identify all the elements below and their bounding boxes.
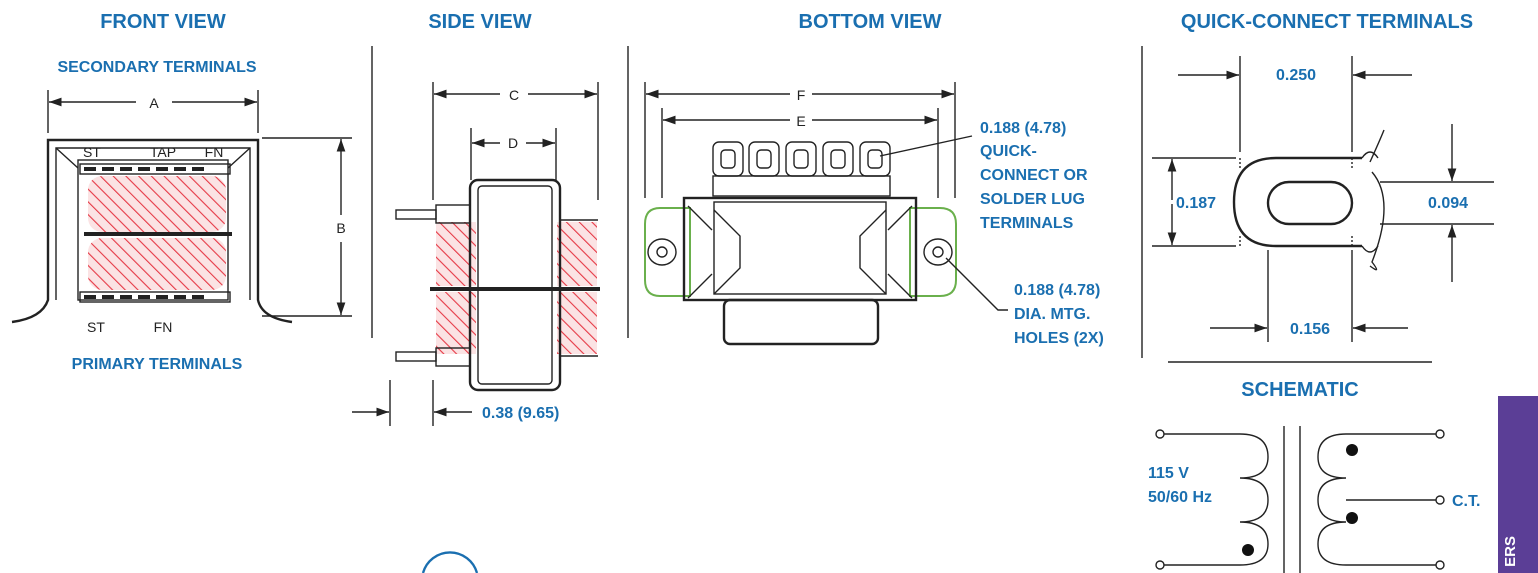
side-offset-dim: 0.38 (9.65) [482,405,559,422]
primary-terminals-label: PRIMARY TERMINALS [72,356,243,373]
bottom-view-heading: BOTTOM VIEW [799,11,942,33]
terminal-width-dim: 0.250 [1276,67,1316,84]
side-view-heading: SIDE VIEW [428,11,531,33]
terminal-note-2: QUICK- [980,143,1037,160]
schematic-heading: SCHEMATIC [1241,379,1358,401]
bottom-view: F E 0.188 (4.78) QUICK- CONNECT OR SO [644,82,1104,347]
hole-note-1: 0.188 (4.78) [1014,282,1100,299]
hole-note-3: HOLES (2X) [1014,330,1104,347]
front-view-heading: FRONT VIEW [100,11,226,33]
front-tap: TAP [150,144,176,160]
terminal-note-1: 0.188 (4.78) [980,120,1066,137]
dim-e-label: E [796,113,805,129]
terminal-note-3: CONNECT OR [980,167,1088,184]
front-st-bottom: ST [87,319,105,335]
terminal-slot-width-dim: 0.156 [1290,321,1330,338]
dot-primary [1242,544,1254,556]
dot-secondary-top [1346,444,1358,456]
terminal-note-4: SOLDER LUG [980,191,1085,208]
terminal-slot-dim: 0.094 [1428,195,1468,212]
side-category-tab[interactable]: ERS [1498,396,1538,573]
schematic-center-tap: C.T. [1452,493,1480,510]
front-fn-bottom: FN [154,319,173,335]
hole-note-2: DIA. MTG. [1014,306,1090,323]
dim-b-label: B [336,220,345,236]
dim-d-label: D [508,135,518,151]
front-st-top: ST [83,144,101,160]
secondary-terminals-label: SECONDARY TERMINALS [57,59,256,76]
side-view: C D 0.38 (9.65) [352,82,600,426]
dim-f-label: F [797,87,806,103]
terminal-note-5: TERMINALS [980,215,1074,232]
dot-secondary-mid [1346,512,1358,524]
front-fn-top: FN [205,144,224,160]
terminal-height-dim: 0.187 [1176,195,1216,212]
quick-connect-heading: QUICK-CONNECT TERMINALS [1181,11,1473,33]
schematic-frequency: 50/60 Hz [1148,489,1212,506]
partial-badge-icon [421,551,479,573]
side-category-tab-label: ERS [1502,536,1519,567]
schematic-voltage: 115 V [1148,465,1189,482]
dim-a-label: A [149,95,159,111]
schematic: 115 V 50/60 Hz C.T. [1148,426,1480,573]
terminal-detail: 0.250 0.187 0.094 0.156 [1152,56,1494,342]
front-view: SECONDARY TERMINALS PRIMARY TERMINALS A … [11,59,352,373]
dim-c-label: C [509,87,519,103]
